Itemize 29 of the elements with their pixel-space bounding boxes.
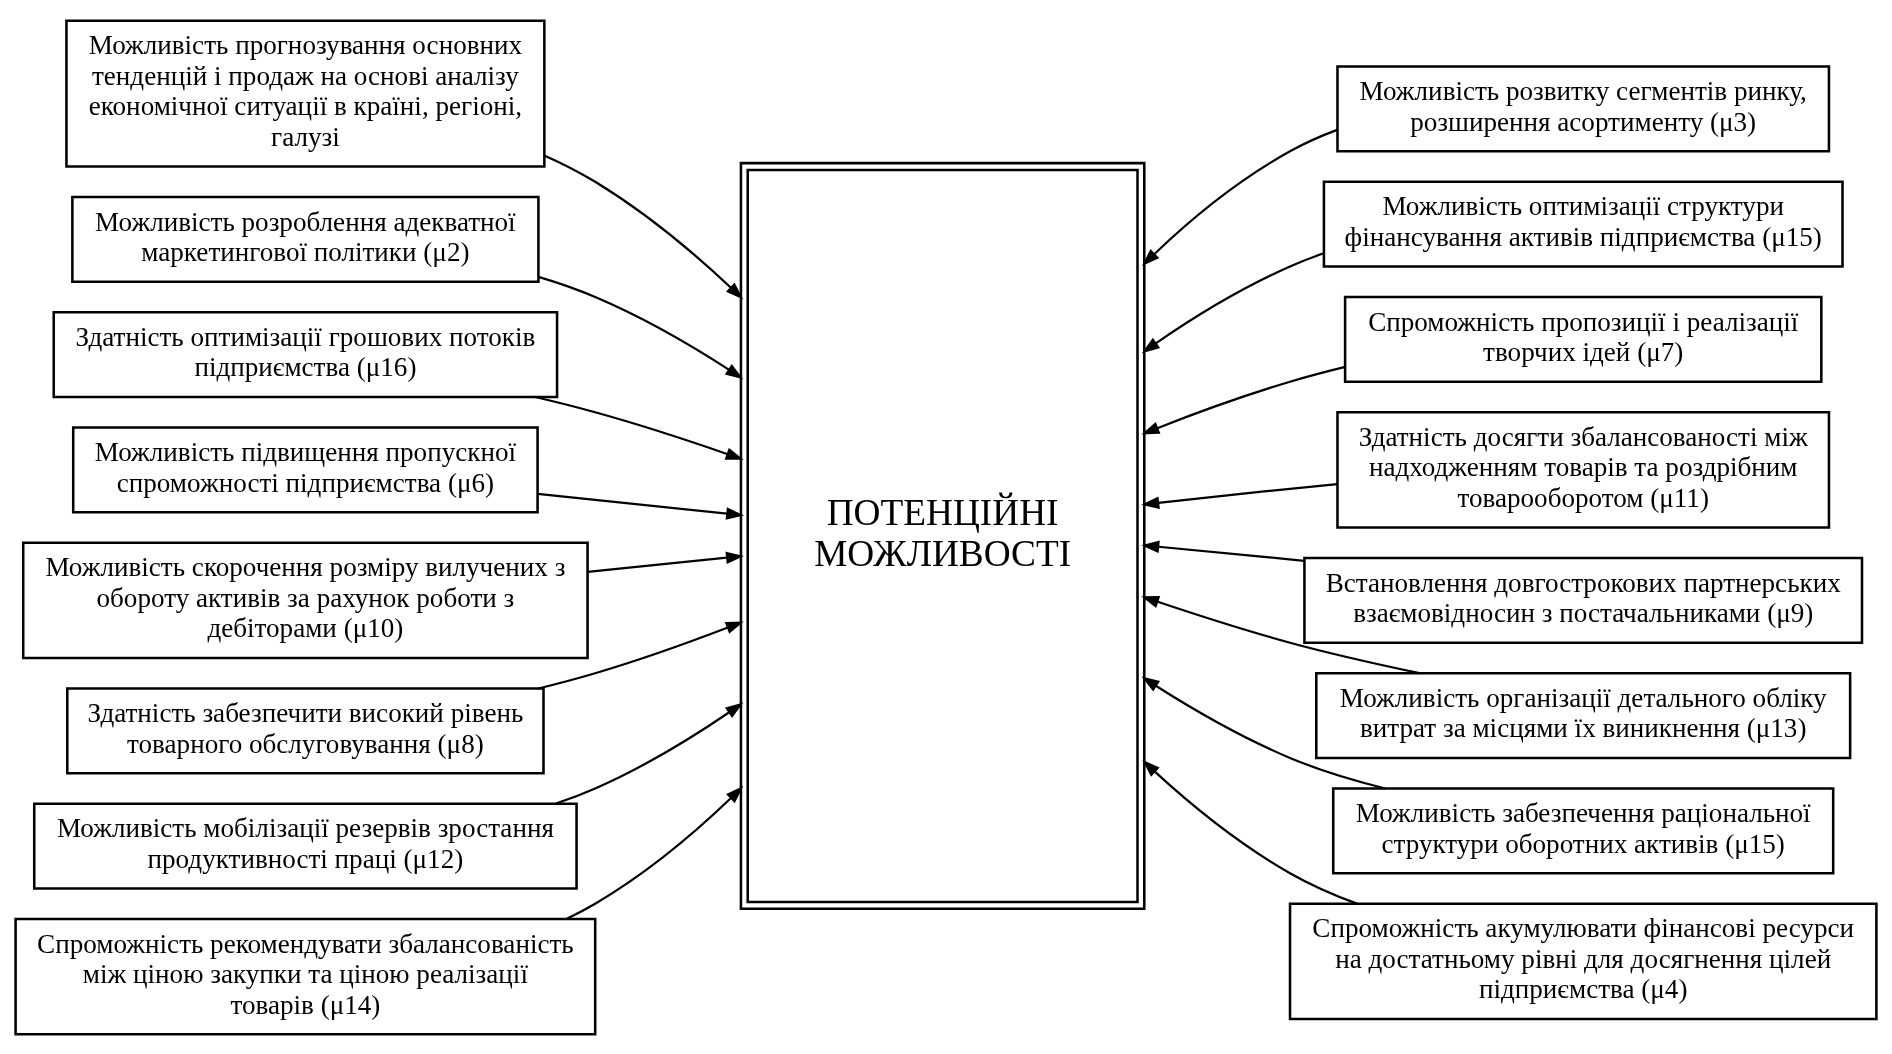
node-box: Можливість оптимізації структури фінансування активів підприємства (μ15) bbox=[1322, 180, 1844, 268]
arrow bbox=[1141, 540, 1305, 562]
arrow bbox=[1141, 251, 1324, 353]
arrow bbox=[587, 551, 744, 573]
node-box: Здатність досягти збалансованості між надходженням товарів та роздрібним товарооборотом (μ11) bbox=[1336, 410, 1831, 529]
arrow bbox=[1141, 365, 1345, 435]
node-box: Можливість організації детального обліку витрат за місцями їх виникнення (μ13) bbox=[1315, 671, 1852, 759]
arrow bbox=[555, 702, 744, 805]
arrow bbox=[537, 492, 745, 520]
node-box: Встановлення довгострокових партнерських взаємовідносин з постачальниками (μ9) bbox=[1303, 556, 1864, 644]
node-box: Можливість скорочення розміру вилучених з обороту активів за рахунок роботи з дебіторами (μ10) bbox=[21, 541, 589, 659]
node-box: Здатність забезпечити високий рівень товарного обслуговування (μ8) bbox=[66, 686, 545, 774]
arrow bbox=[538, 620, 744, 689]
node-box: Можливість мобілізації резервів зростання продуктивності праці (μ12) bbox=[32, 801, 578, 890]
node-box: Спроможність пропозиції і реалізації творчих ідей (μ7) bbox=[1343, 295, 1823, 383]
arrow bbox=[544, 154, 744, 299]
node-box: Можливість прогнозування основних тенденцій і продаж на основі аналізу економічної ситуації в країні, регіоні, галузі bbox=[65, 19, 546, 168]
node-box: ПОТЕНЦІЙНІ МОЖЛИВОСТІ bbox=[739, 161, 1146, 910]
node-box: Здатність оптимізації грошових потоків підприємства (μ16) bbox=[52, 310, 559, 398]
node-box: Можливість розвитку сегментів ринку, розширення асортименту (μ3) bbox=[1336, 64, 1831, 153]
arrow bbox=[1141, 128, 1338, 266]
node-box: Можливість підвищення пропускної спроможності підприємства (μ6) bbox=[71, 425, 539, 513]
arrow bbox=[538, 275, 744, 379]
node-box: Спроможність акумулювати фінансові ресурси на достатньому рівні для досягнення цілей підприємства (μ4) bbox=[1288, 901, 1878, 1020]
node-box: Можливість розроблення адекватної маркетингової політики (μ2) bbox=[71, 195, 540, 283]
arrow bbox=[1141, 482, 1338, 509]
arrow bbox=[534, 395, 744, 460]
node-box: Можливість забезпечення раціональної структури оборотних активів (μ15) bbox=[1331, 786, 1835, 874]
node-box: Спроможність рекомендувати збалансованість між ціною закупки та ціною реалізації товарів (μ14) bbox=[14, 917, 597, 1035]
